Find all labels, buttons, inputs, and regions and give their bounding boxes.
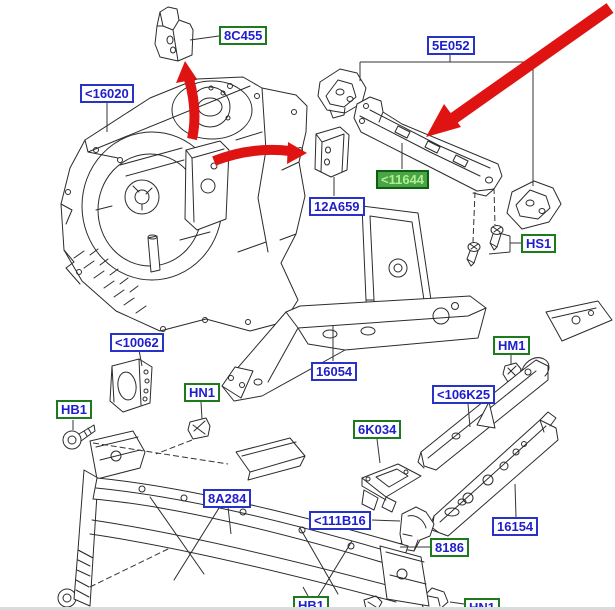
part-label-106K25[interactable]: <106K25 xyxy=(432,385,496,404)
red-annotation-arrows xyxy=(176,3,614,166)
red-arrow-right xyxy=(212,142,307,166)
part-drawing-5E052-brackets xyxy=(317,68,562,230)
part-label-HN1-upper[interactable]: HN1 xyxy=(184,383,221,402)
part-label-8A284[interactable]: 8A284 xyxy=(203,489,252,508)
part-drawing-8C455 xyxy=(154,6,194,62)
part-label-111B16[interactable]: <111B16 xyxy=(309,511,371,530)
part-drawing-106K25 xyxy=(417,357,550,471)
part-label-12A659[interactable]: 12A659 xyxy=(309,197,365,216)
bottom-edge-strip xyxy=(0,607,615,610)
part-drawing-10062 xyxy=(109,358,153,413)
red-arrow-up xyxy=(176,61,200,141)
part-label-8C455[interactable]: 8C455 xyxy=(219,26,268,45)
part-drawing-16054 xyxy=(221,205,613,402)
leader-lines xyxy=(72,35,534,605)
part-drawing-6K034 xyxy=(361,463,422,513)
part-label-HM1[interactable]: HM1 xyxy=(493,336,531,355)
part-label-8186[interactable]: 8186 xyxy=(430,538,469,557)
part-label-16054[interactable]: 16054 xyxy=(311,362,358,381)
part-label-11644-selected[interactable]: <11644 xyxy=(376,170,430,189)
part-drawing-8A284 xyxy=(73,430,430,607)
part-drawing-11644 xyxy=(353,96,503,197)
part-drawing-12A659 xyxy=(314,126,350,178)
part-label-HS1[interactable]: HS1 xyxy=(521,234,557,253)
part-label-10062[interactable]: <10062 xyxy=(110,333,164,352)
part-label-16020[interactable]: <16020 xyxy=(80,84,134,103)
part-drawing-111B16 xyxy=(399,506,435,552)
part-drawing-16020 xyxy=(60,76,308,332)
part-drawing-HS1-screws xyxy=(466,225,504,267)
part-label-5E052[interactable]: 5E052 xyxy=(427,36,475,55)
part-label-HB1-upper[interactable]: HB1 xyxy=(56,400,93,419)
red-arrow-large-diagonal xyxy=(426,3,614,137)
part-label-16154[interactable]: 16154 xyxy=(492,517,539,536)
part-label-6K034[interactable]: 6K034 xyxy=(353,420,402,439)
